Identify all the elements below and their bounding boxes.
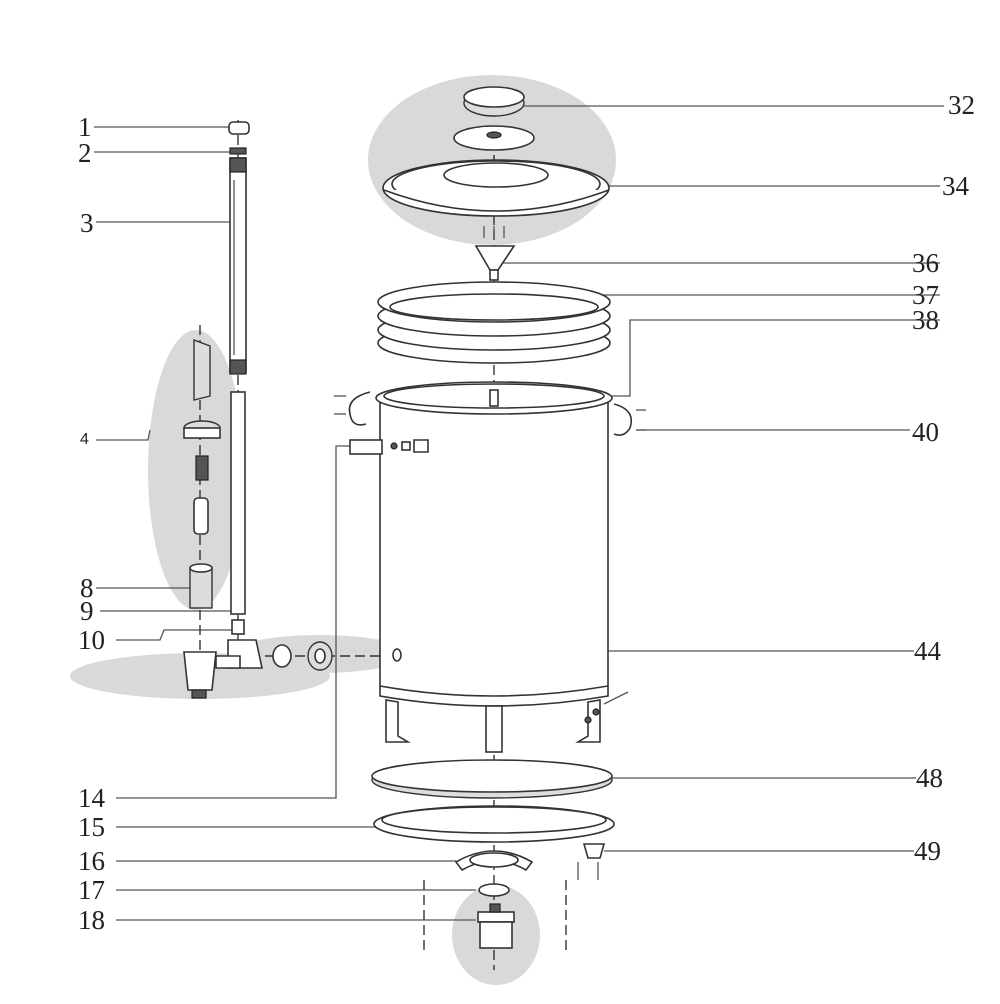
callout-48: 48 (916, 763, 943, 793)
clip-49 (577, 843, 606, 880)
callout-36: 36 (912, 248, 939, 278)
callout-2: 2 (78, 138, 92, 168)
callout-34: 34 (942, 171, 969, 201)
handles (334, 391, 646, 436)
basket-ring (377, 281, 611, 364)
callout-8: 8 (80, 573, 94, 603)
callout-17: 17 (78, 875, 105, 905)
callout-1: 1 (78, 112, 92, 142)
tap-fittings (183, 619, 333, 699)
callout-37: 37 (912, 280, 939, 310)
urn-body (375, 381, 613, 753)
lid-knob (453, 86, 535, 151)
callout-18: 18 (78, 905, 105, 935)
callout-9: 9 (80, 596, 94, 626)
callout-4: 4 (80, 431, 89, 448)
leg-screws (584, 691, 629, 724)
gauge-tube (228, 121, 250, 615)
callout-44: 44 (914, 636, 941, 666)
callout-15: 15 (78, 812, 105, 842)
callout-32: 32 (948, 90, 975, 120)
callout-14: 14 (78, 783, 105, 813)
bottom-plate (371, 759, 613, 799)
gasket (478, 883, 510, 897)
callout-10: 10 (78, 625, 105, 655)
valve-assembly (183, 338, 221, 609)
callout-49: 49 (914, 836, 941, 866)
callout-38: 38 (912, 305, 939, 335)
lid (382, 159, 610, 217)
funnel (474, 226, 516, 281)
bracket-14 (349, 439, 429, 455)
element-bracket (454, 850, 534, 872)
callout-40: 40 (912, 417, 939, 447)
bottom-ring (373, 805, 615, 843)
callout-3: 3 (80, 208, 94, 238)
callout-16: 16 (78, 846, 105, 876)
element-base (477, 903, 515, 949)
